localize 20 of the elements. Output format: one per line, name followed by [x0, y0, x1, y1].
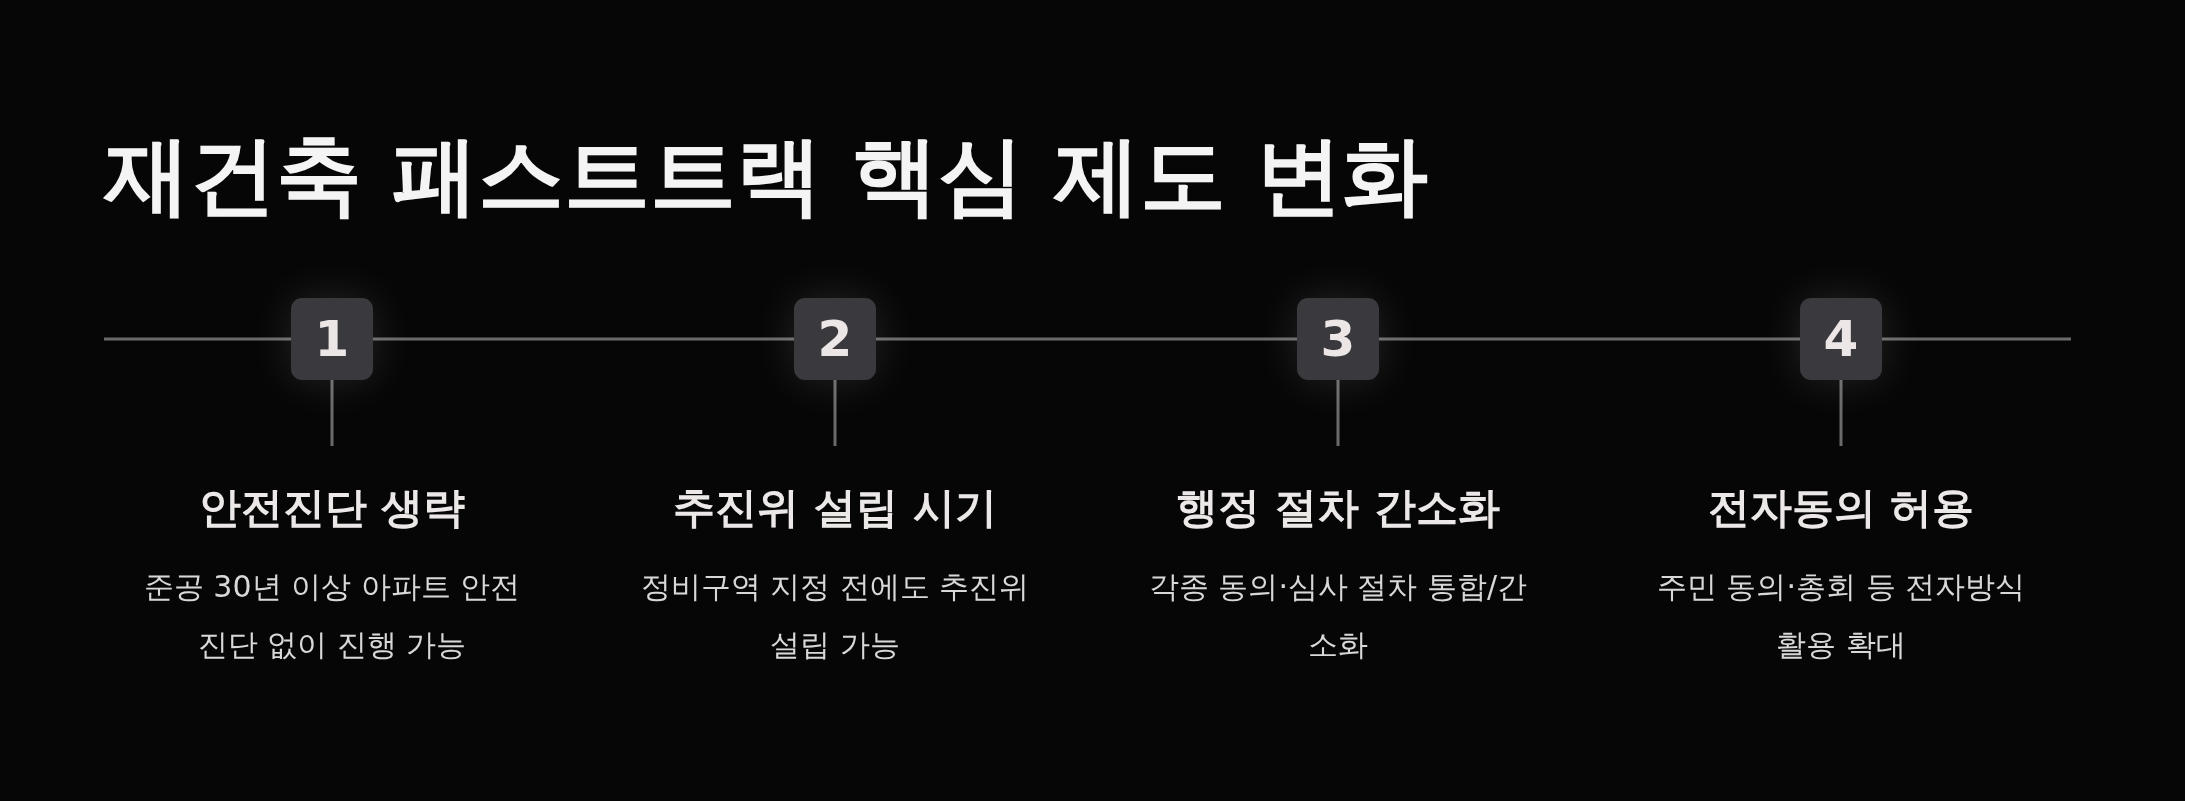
step-description: 정비구역 지정 전에도 추진위 설립 가능: [639, 568, 1031, 664]
step-number-badge: 4: [1800, 298, 1882, 380]
step-heading: 행정 절차 간소화: [1176, 482, 1500, 534]
step-heading: 전자동의 허용: [1707, 482, 1975, 534]
connector-line: [373, 337, 794, 341]
connector-line: [1839, 380, 1843, 446]
connector-line: [833, 380, 837, 446]
step-number-badge: 2: [794, 298, 876, 380]
step-description: 각종 동의·심사 절차 통합/간소화: [1147, 568, 1529, 664]
connector-line: [1336, 380, 1340, 446]
step-heading: 안전진단 생략: [198, 482, 466, 534]
step-number-badge: 3: [1297, 298, 1379, 380]
step-number-badge: 1: [291, 298, 373, 380]
connector-line: [330, 380, 334, 446]
step-heading: 추진위 설립 시기: [673, 482, 997, 534]
connector-line: [1379, 337, 1800, 341]
step-description: 준공 30년 이상 아파트 안전진단 없이 진행 가능: [142, 568, 522, 664]
step-description: 주민 동의·총회 등 전자방식 활용 확대: [1655, 568, 2027, 664]
connector-line: [876, 337, 1297, 341]
title: 재건축 패스트트랙 핵심 제도 변화: [104, 128, 1428, 223]
